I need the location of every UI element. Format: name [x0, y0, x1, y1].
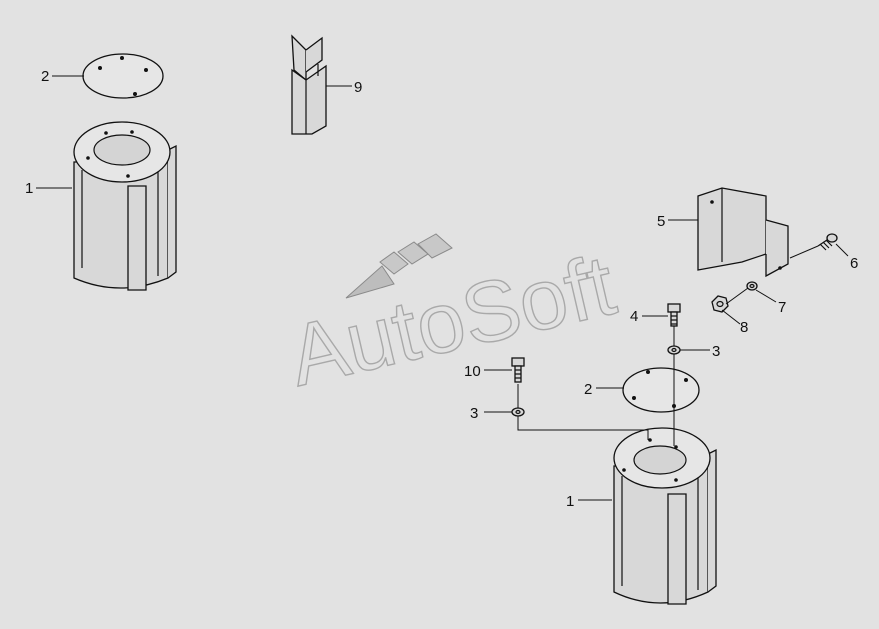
callout-1-right: 1: [566, 493, 574, 510]
callout-5: 5: [657, 213, 665, 230]
housing-cylinder-right: [613, 427, 717, 605]
mounting-bracket: [697, 187, 789, 278]
assembly-line-nut: [725, 287, 749, 305]
leader-6: [835, 243, 849, 257]
watermark: AutoSoft: [280, 236, 625, 405]
callout-7: 7: [778, 299, 786, 316]
leader-7: [755, 289, 777, 303]
hex-nut: [711, 295, 729, 313]
watermark-arrow-block-1: [379, 251, 409, 275]
bolt-left: [511, 357, 525, 383]
watermark-logo: [345, 233, 453, 299]
assembly-line-screw: [789, 245, 819, 259]
callout-6: 6: [850, 255, 858, 272]
callout-1-left: 1: [25, 180, 33, 197]
watermark-arrow-head: [345, 265, 395, 299]
washer-small: [746, 281, 758, 291]
housing-cylinder-left: [73, 121, 177, 291]
callout-2-right: 2: [584, 381, 592, 398]
cover-plate-left: [82, 53, 164, 99]
watermark-arrow-block-3: [417, 233, 453, 259]
callout-10: 10: [464, 363, 481, 380]
callout-8: 8: [740, 319, 748, 336]
washer-right: [667, 345, 681, 355]
assembly-line-left: [517, 416, 649, 440]
callout-3-left: 3: [470, 405, 478, 422]
bolt-right: [667, 303, 681, 327]
washer-left: [511, 407, 525, 417]
callout-2-left: 2: [41, 68, 49, 85]
screw: [817, 233, 838, 251]
callout-3-right: 3: [712, 343, 720, 360]
shield-bracket-top: [291, 34, 327, 135]
leader-8: [721, 309, 741, 325]
watermark-text: AutoSoft: [280, 237, 623, 405]
callout-9: 9: [354, 79, 362, 96]
callout-4: 4: [630, 308, 638, 325]
cover-plate-right: [622, 367, 700, 413]
